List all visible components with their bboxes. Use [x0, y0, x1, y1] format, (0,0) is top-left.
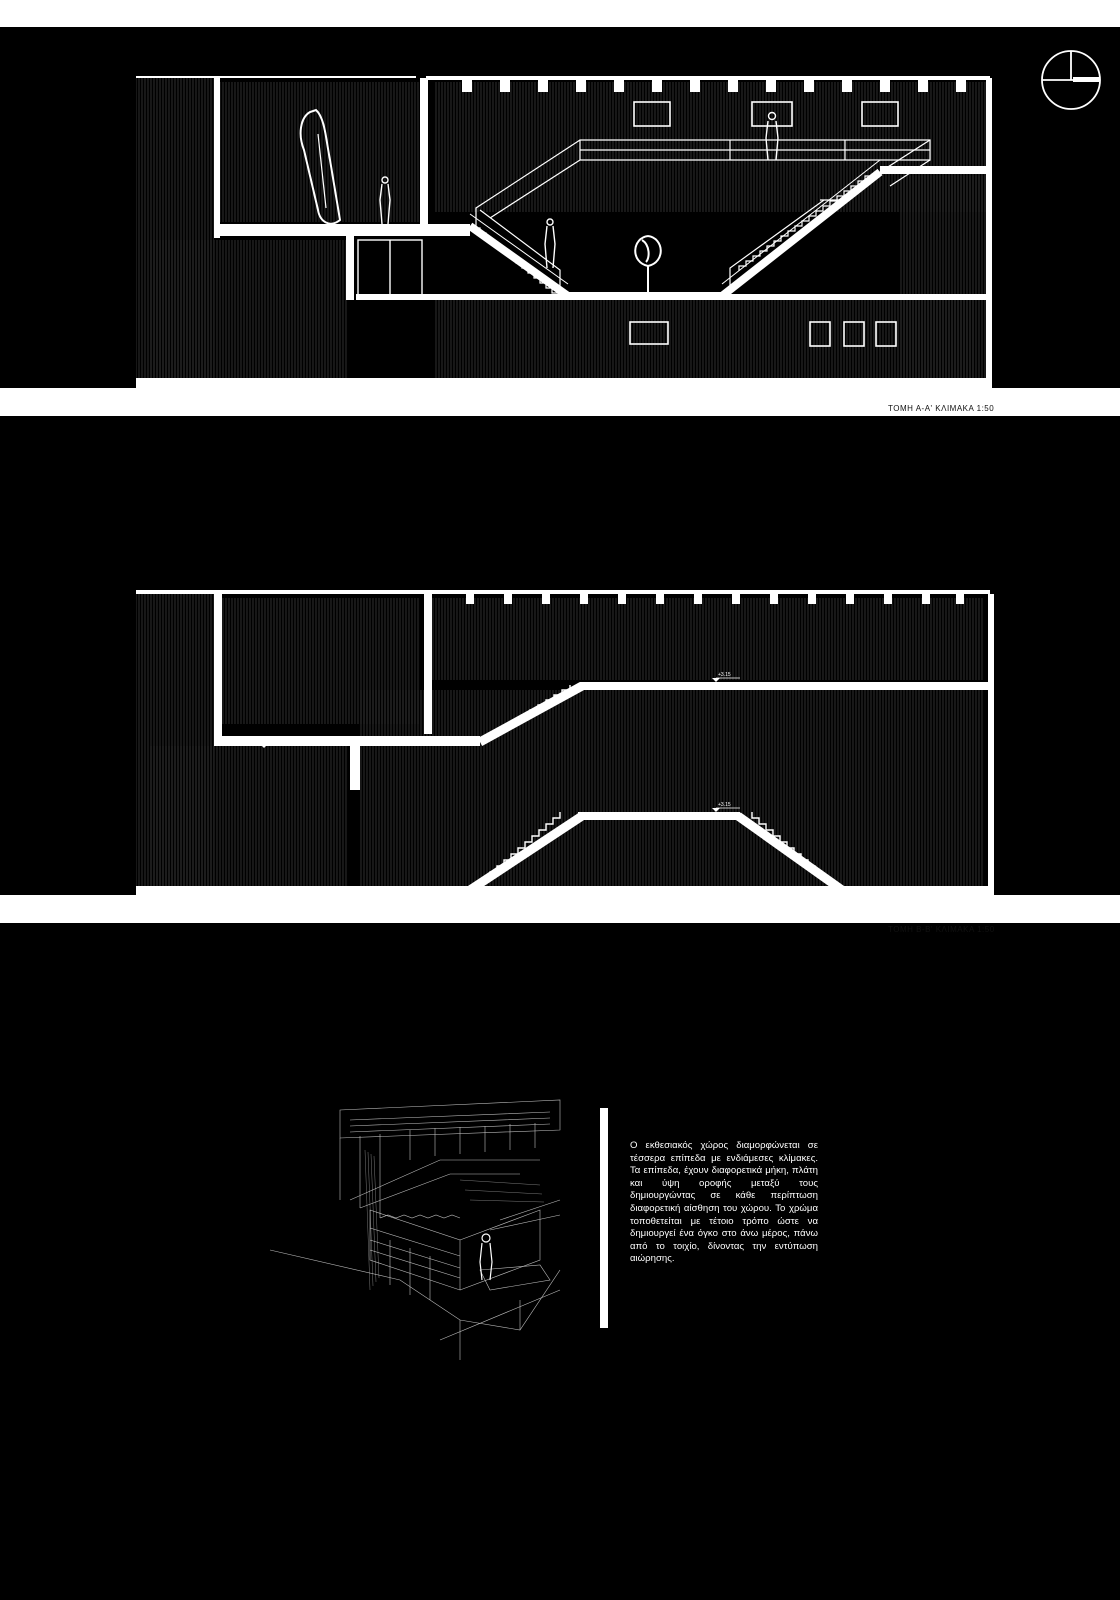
perspective-sketch	[269, 1099, 561, 1360]
sculpture-icon	[634, 235, 662, 296]
description-text: Ο εκθεσιακός χώρος διαμορφώνεται σε τέσσ…	[630, 1140, 818, 1265]
section-aa-drawing	[136, 76, 992, 388]
human-figure-icon	[379, 111, 779, 269]
human-figure-icon	[479, 1233, 493, 1281]
section-bb-drawing: +3.15 +5.15 +3.15 +0.95	[136, 590, 994, 900]
level-label: +5.15	[240, 736, 253, 742]
level-label: +3.15	[718, 672, 731, 678]
divider-bar	[600, 1108, 608, 1328]
band-section-bb	[0, 895, 1120, 923]
north-arrow-icon	[1041, 50, 1101, 110]
caption-section-bb: ΤΟΜΗ Β-Β' ΚΛΙΜΑΚΑ 1:50	[888, 925, 995, 934]
level-marker-icon	[238, 677, 740, 900]
sculpture-icon	[299, 108, 342, 225]
caption-section-aa: ΤΟΜΗ Α-Α' ΚΛΙΜΑΚΑ 1:50	[888, 404, 995, 413]
level-label: +0.95	[242, 888, 255, 894]
top-band	[0, 0, 1120, 27]
band-section-aa	[0, 388, 1120, 416]
level-label: +3.15	[718, 802, 731, 808]
